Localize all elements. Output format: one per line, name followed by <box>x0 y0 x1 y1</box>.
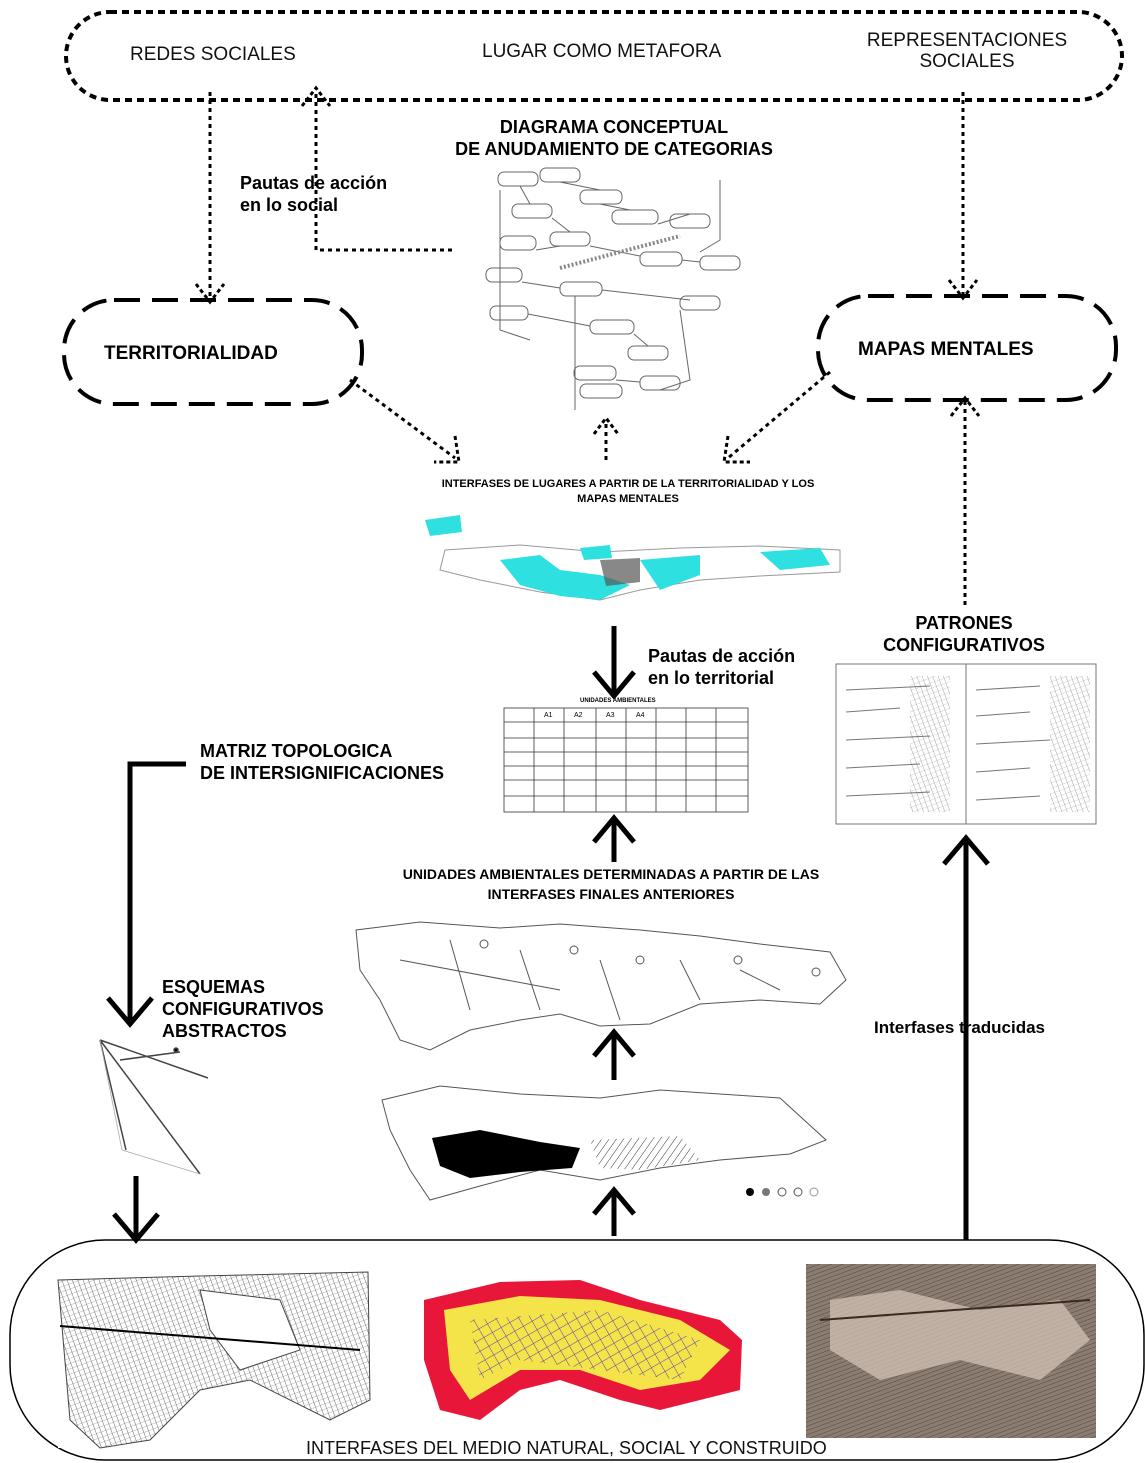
mapas-mentales-label: MAPAS MENTALES <box>858 339 1034 360</box>
pautas-social-label: Pautas de acción en lo social <box>240 172 387 216</box>
bottom-interfaces-oval <box>9 1239 1145 1461</box>
matrix-col-a2: A2 <box>574 712 583 719</box>
bottom-map-social <box>424 1280 742 1420</box>
matriz-line1: MATRIZ TOPOLOGICA <box>200 741 393 761</box>
territorialidad-oval <box>62 298 364 406</box>
representaciones-line2: SOCIALES <box>919 51 1015 72</box>
interfaces-map-graphic <box>425 515 841 601</box>
lugar-metafora-label: LUGAR COMO METAFORA <box>482 41 722 62</box>
diagrama-conceptual-title: DIAGRAMA CONCEPTUAL DE ANUDAMIENTO DE CA… <box>438 116 790 160</box>
pautas-social-line1: Pautas de acción <box>240 173 388 193</box>
mapas-mentales-oval <box>816 294 1118 402</box>
matriz-topologica-label: MATRIZ TOPOLOGICA DE INTERSIGNIFICACIONE… <box>200 740 444 784</box>
matrix-table-graphic <box>503 707 749 813</box>
pautas-territorial-line1: Pautas de acción <box>648 646 796 666</box>
matrix-col-a4: A4 <box>636 712 645 719</box>
esquemas-line2: CONFIGURATIVOS <box>162 999 324 1019</box>
pautas-social-line2: en lo social <box>240 195 339 215</box>
interfases-traducidas-label: Interfases traducidas <box>874 1018 1046 1037</box>
unidades-ambientales-title: UNIDADES AMBIENTALES DETERMINADAS A PART… <box>358 864 864 904</box>
diagrama-line2: DE ANUDAMIENTO DE CATEGORIAS <box>455 139 773 159</box>
patrones-sheet-graphic <box>835 663 1097 825</box>
bottom-map-constructed <box>806 1264 1096 1438</box>
abstract-scheme-graphic <box>99 1039 209 1175</box>
dotted-connectors <box>208 92 967 605</box>
unidades-line2: INTERFASES FINALES ANTERIORES <box>487 886 735 902</box>
interfases-lugares-title: INTERFASES DE LUGARES A PARTIR DE LA TER… <box>418 477 838 507</box>
interfases-lugares-line2: MAPAS MENTALES <box>577 493 679 505</box>
bottom-map-natural <box>57 1268 371 1449</box>
pautas-territorial-line2: en lo territorial <box>648 668 775 688</box>
redes-sociales-label: REDES SOCIALES <box>130 44 296 65</box>
interfases-lugares-line1: INTERFASES DE LUGARES A PARTIR DE LA TER… <box>441 478 815 490</box>
unidades-line1: UNIDADES AMBIENTALES DETERMINADAS A PART… <box>402 866 820 882</box>
dotted-arrowheads <box>194 85 981 464</box>
top-concepts-box <box>64 10 1124 102</box>
diagrama-line1: DIAGRAMA CONCEPTUAL <box>499 117 729 137</box>
patrones-line1: PATRONES <box>915 613 1013 633</box>
representaciones-sociales-label: REPRESENTACIONES SOCIALES <box>862 30 1072 72</box>
bottom-interfaces-label: INTERFASES DEL MEDIO NATURAL, SOCIAL Y C… <box>306 1438 827 1458</box>
esquemas-line1: ESQUEMAS <box>162 977 266 997</box>
patrones-configurativos-label: PATRONES CONFIGURATIVOS <box>872 612 1056 656</box>
patrones-line2: CONFIGURATIVOS <box>883 635 1045 655</box>
matrix-col-a3: A3 <box>606 712 615 719</box>
pautas-territorial-label: Pautas de acción en lo territorial <box>648 645 795 689</box>
esquemas-line3: ABSTRACTOS <box>162 1021 287 1041</box>
esquemas-configurativos-label: ESQUEMAS CONFIGURATIVOS ABSTRACTOS <box>162 976 324 1042</box>
matrix-table-title: UNIDADES AMBIENTALES <box>580 698 656 704</box>
concept-diagram-graphic <box>485 167 741 410</box>
mass-map-graphic <box>381 1085 827 1201</box>
territorialidad-label: TERRITORIALIDAD <box>104 343 278 364</box>
unidades-map-graphic <box>355 921 847 1051</box>
representaciones-line1: REPRESENTACIONES <box>866 30 1068 51</box>
matriz-line2: DE INTERSIGNIFICACIONES <box>200 763 445 783</box>
matrix-col-a1: A1 <box>544 712 553 719</box>
